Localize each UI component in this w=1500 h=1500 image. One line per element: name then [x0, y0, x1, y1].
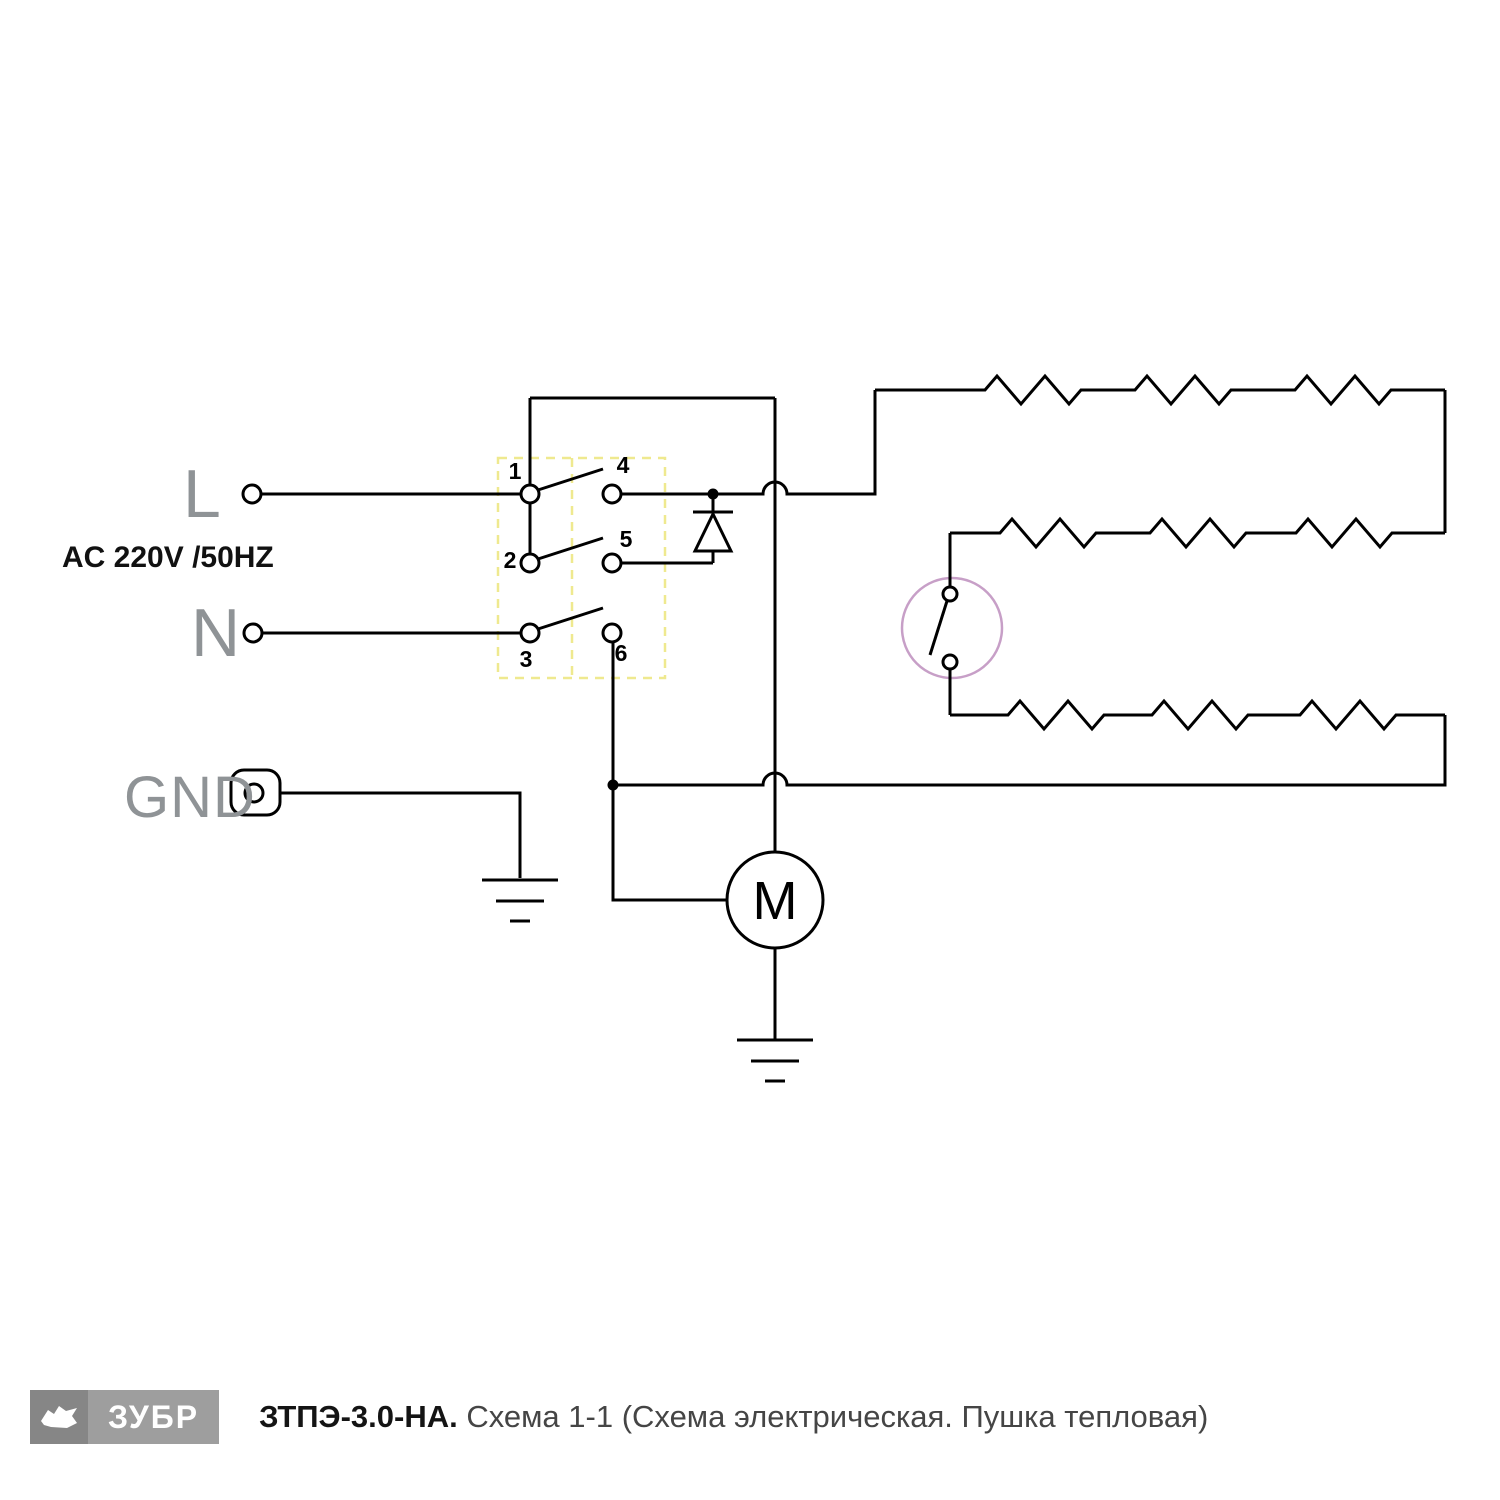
- contact6-to-motor-wire: [611, 642, 727, 902]
- junction-dot-return: [607, 779, 619, 791]
- heater-element-3: [950, 698, 1445, 732]
- caption-subtitle: Схема 1-1 (Схема электрическая. Пушка те…: [466, 1399, 1209, 1434]
- neutral-label: N: [191, 595, 240, 671]
- heater-return-wire: [613, 715, 1447, 787]
- ground-connector-bracket: [229, 768, 282, 817]
- switch-contact-1: [519, 483, 541, 505]
- switch-blade-1-4: [537, 467, 604, 492]
- thermal-switch-blade: [928, 600, 949, 656]
- switch-contact-6: [601, 622, 623, 644]
- switch-block-box: [496, 456, 667, 680]
- zubr-bison-glyph: [41, 1406, 77, 1428]
- model-number: ЗТПЭ-3.0-НА.: [259, 1399, 458, 1434]
- contact-number-4: 4: [617, 452, 630, 478]
- zubr-logo: ЗУБР: [30, 1390, 220, 1444]
- zubr-bison-icon: [30, 1390, 88, 1444]
- neutral-terminal: [242, 622, 264, 644]
- thermal-cutoff-ring: [900, 576, 1004, 680]
- supply-rating-label: AC 220V /50HZ: [62, 541, 274, 574]
- line-terminal: [241, 483, 263, 505]
- bison-shape: [41, 1406, 77, 1428]
- contact4-to-heaters-wire: [621, 390, 877, 496]
- switch-contact-4: [601, 483, 623, 505]
- switch-contact-5: [601, 552, 623, 574]
- junction-dot-diode: [707, 488, 719, 500]
- motor-label: M: [753, 871, 798, 931]
- contact-number-5: 5: [620, 526, 633, 552]
- contact-number-1: 1: [509, 458, 522, 484]
- switch-contact-2: [519, 552, 541, 574]
- schematic-caption: ЗТПЭ-3.0-НА. Схема 1-1 (Схема электричес…: [259, 1399, 1208, 1435]
- switch-block-outline: [496, 456, 667, 680]
- heater-element-1: [875, 373, 1445, 407]
- terminals: [241, 483, 959, 950]
- contact-number-6: 6: [615, 640, 628, 666]
- switch-blade-2-5: [537, 536, 604, 561]
- switch-blade-3-6: [537, 606, 604, 631]
- line-label: L: [183, 456, 221, 532]
- wiring: [261, 373, 1447, 1083]
- ground-label: GND: [124, 765, 256, 830]
- brand-name: ЗУБР: [88, 1390, 220, 1444]
- heater-element-2: [950, 516, 1445, 550]
- ground-wire: [280, 791, 522, 878]
- contact-numbers: 1 2 3 4 5 6: [504, 452, 633, 672]
- footer: ЗУБР ЗТПЭ-3.0-НА. Схема 1-1 (Схема элект…: [30, 1390, 1208, 1444]
- contact-number-2: 2: [504, 547, 517, 573]
- thermal-contact-top: [941, 585, 959, 603]
- motor-body: [725, 850, 825, 950]
- thermal-contact-bottom: [941, 653, 959, 671]
- switch-contact-3: [519, 622, 541, 644]
- diode-triangle: [692, 510, 734, 553]
- contact-number-3: 3: [520, 646, 533, 672]
- ground-terminal: [243, 782, 265, 804]
